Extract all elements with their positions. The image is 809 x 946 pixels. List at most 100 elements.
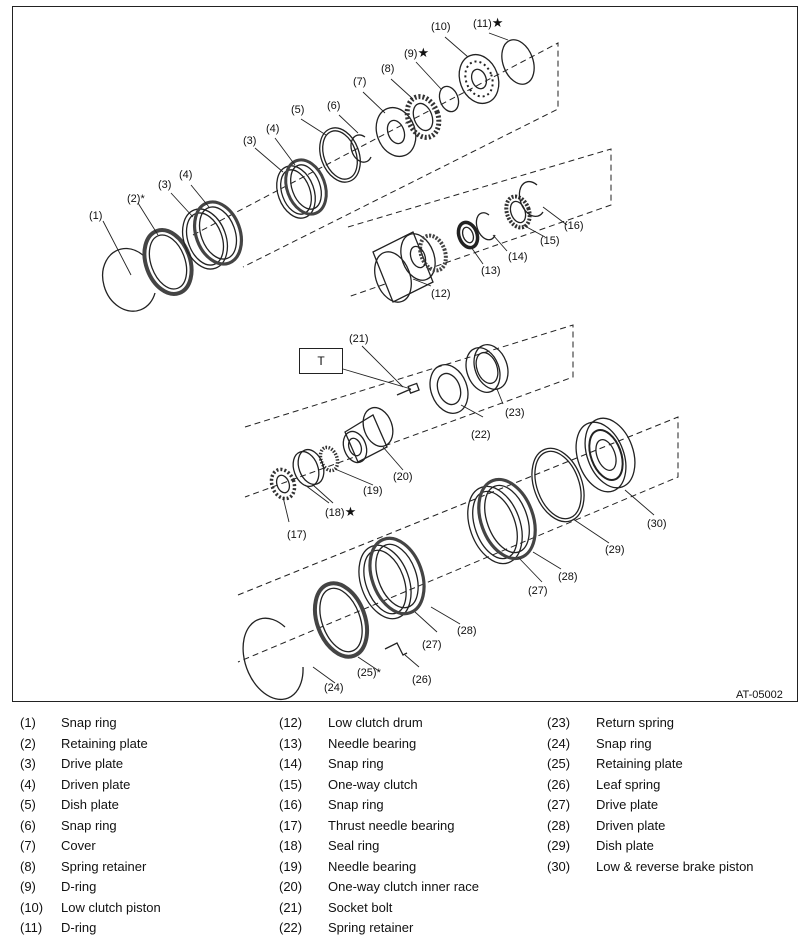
legend-number: (9) xyxy=(20,879,36,894)
legend-number: (25) xyxy=(547,756,571,771)
callout-15: (15) xyxy=(540,235,560,247)
part-1-snap-ring xyxy=(102,247,156,312)
legend-label: Retaining plate xyxy=(596,756,683,771)
legend-label: Snap ring xyxy=(328,756,384,771)
part-16-snap-ring xyxy=(518,180,544,218)
legend-label: Drive plate xyxy=(596,797,659,812)
legend-label: Low clutch drum xyxy=(328,715,423,730)
legend-number: (24) xyxy=(547,735,571,751)
part-19-needle-bearing xyxy=(318,445,340,473)
callout-6: (6) xyxy=(327,100,341,112)
legend-number: (13) xyxy=(279,735,303,751)
star-mark: ★ xyxy=(344,504,357,519)
part-3-4-plates-left xyxy=(181,200,243,270)
part-9-d-ring xyxy=(438,85,460,113)
legend-number: (17) xyxy=(279,817,303,833)
legend-number: (6) xyxy=(20,817,36,833)
part-8-spring-retainer xyxy=(404,94,442,140)
legend-label: Snap ring xyxy=(61,715,117,730)
legend-number: (27) xyxy=(547,797,571,812)
legend-label: Drive plate xyxy=(61,756,124,771)
callout-22: (22) xyxy=(471,429,491,441)
part-10-low-clutch-piston xyxy=(458,53,500,105)
legend-number: (26) xyxy=(547,776,571,792)
part-3-4-plates-right xyxy=(276,158,328,219)
legend-number: (18) xyxy=(279,838,303,853)
legend-label: Snap ring xyxy=(328,797,384,812)
legend-label: Needle bearing xyxy=(328,858,417,874)
legend-number: (14) xyxy=(279,756,303,771)
part-21-socket-bolt xyxy=(342,368,420,396)
legend-number: (4) xyxy=(20,776,36,792)
figure-id: AT-05002 xyxy=(736,689,783,701)
legend-number: (23) xyxy=(547,715,571,730)
part-24-snap-ring xyxy=(242,617,304,701)
part-17-thrust-needle-bearing xyxy=(269,467,297,501)
legend-label: Leaf spring xyxy=(596,776,661,792)
legend-label: Driven plate xyxy=(61,776,131,792)
legend-number: (12) xyxy=(279,715,303,730)
part-11-d-ring xyxy=(501,39,535,85)
callout-27a: (27) xyxy=(528,585,548,597)
legend-number: (29) xyxy=(547,838,571,853)
callout-14: (14) xyxy=(508,251,528,263)
part-5-dish-plate xyxy=(319,127,361,183)
callout-24: (24) xyxy=(324,682,344,694)
group-boundaries xyxy=(192,42,679,663)
callout-29: (29) xyxy=(605,544,625,556)
torque-box: T xyxy=(299,348,343,374)
callout-25: (25)* xyxy=(357,667,381,679)
part-14-snap-ring xyxy=(475,212,496,241)
callout-21: (21) xyxy=(349,333,369,345)
legend-number: (10) xyxy=(20,899,44,915)
legend-number: (20) xyxy=(279,879,303,894)
callout-1: (1) xyxy=(89,210,103,222)
callout-3a: (3) xyxy=(158,179,172,191)
callout-12: (12) xyxy=(431,288,451,300)
part-15-one-way-clutch xyxy=(504,194,532,230)
parts-drawing xyxy=(102,32,679,701)
legend-number: (22) xyxy=(279,920,303,935)
callout-20: (20) xyxy=(393,471,413,483)
callout-18: (18)★ xyxy=(325,504,357,519)
legend-number: (1) xyxy=(20,715,36,730)
part-20-one-way-clutch-inner-race xyxy=(342,406,394,464)
part-22-spring-retainer xyxy=(429,364,469,414)
part-30-low-reverse-brake-piston xyxy=(575,417,636,493)
part-2-retaining-plate xyxy=(142,228,194,296)
legend-label: Low clutch piston xyxy=(61,899,161,915)
callout-2-number: (2) xyxy=(127,193,141,205)
legend-label: Thrust needle bearing xyxy=(328,817,455,833)
part-26-leaf-spring xyxy=(384,642,408,656)
legend-label: One-way clutch xyxy=(328,776,418,792)
asterisk-mark: * xyxy=(140,193,145,205)
callout-3b: (3) xyxy=(243,135,257,147)
legend-label: Needle bearing xyxy=(328,735,417,751)
legend-number: (15) xyxy=(279,776,303,792)
legend-number: (28) xyxy=(547,817,571,833)
exploded-view-diagram: (1) (2)* (3) (4) (3) (4) (5) (6) (7) (8)… xyxy=(12,6,798,702)
callout-13: (13) xyxy=(481,265,501,277)
legend-label: Cover xyxy=(61,838,96,853)
legend-label: D-ring xyxy=(61,920,97,935)
part-27-28-plates-lower xyxy=(358,536,426,620)
callout-2: (2)* xyxy=(127,193,145,205)
star-mark: ★ xyxy=(491,15,504,30)
legend-label: Spring retainer xyxy=(61,858,147,874)
part-25-retaining-plate xyxy=(312,581,370,659)
legend-label: Snap ring xyxy=(61,817,117,833)
part-13-needle-bearing xyxy=(456,220,480,250)
callout-30: (30) xyxy=(647,518,667,530)
legend-number: (19) xyxy=(279,858,303,874)
legend-number: (3) xyxy=(20,756,36,771)
legend-label: Socket bolt xyxy=(328,899,393,915)
callout-10: (10) xyxy=(431,21,451,33)
legend-number: (21) xyxy=(279,899,303,915)
legend-label: Retaining plate xyxy=(61,735,148,751)
asterisk-mark: * xyxy=(376,667,381,679)
callout-9: (9)★ xyxy=(404,46,429,60)
legend-number: (30) xyxy=(547,858,571,874)
callout-11: (11)★ xyxy=(473,15,504,30)
legend-label: Snap ring xyxy=(596,735,652,751)
legend-label: D-ring xyxy=(61,879,97,894)
